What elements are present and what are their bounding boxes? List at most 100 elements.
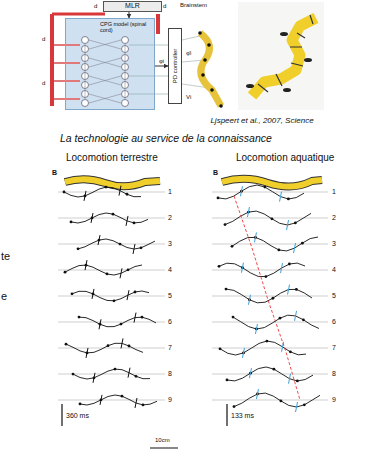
body-dot	[105, 186, 108, 189]
limb-tick	[135, 398, 137, 408]
body-dot	[266, 340, 269, 343]
body-dot	[232, 316, 235, 319]
body-dot	[107, 344, 110, 347]
body-dot	[142, 404, 145, 407]
text-label: φ̄i	[186, 50, 191, 57]
text-label: 1	[168, 188, 172, 196]
limb-tick	[121, 338, 123, 348]
node-label: MLR	[104, 2, 161, 10]
body-dot	[226, 379, 229, 382]
limb-tick	[85, 260, 87, 270]
body-dot	[70, 221, 73, 224]
text-label: 7	[168, 344, 172, 352]
frame-line	[58, 218, 165, 219]
robot-schematic-part-part	[201, 73, 205, 77]
limb-tick	[287, 220, 289, 230]
body-dot	[71, 292, 74, 295]
robot-photo-part-part	[246, 84, 254, 88]
body-dot	[217, 196, 220, 199]
body-dot	[72, 373, 75, 376]
text-label: 2	[332, 214, 336, 222]
limb-tick	[296, 402, 298, 412]
scale-bars-part	[62, 404, 227, 448]
body-dot	[121, 395, 124, 398]
limb-tick	[98, 235, 100, 245]
limb-tick	[247, 207, 249, 217]
robot-photo-part	[258, 15, 313, 92]
robot-schematic-part-part	[203, 58, 207, 62]
text-label: te	[1, 250, 10, 262]
body-dot	[233, 405, 236, 408]
frame-line	[58, 322, 165, 323]
body-dot	[78, 316, 81, 319]
text-label: 2	[168, 214, 172, 222]
text-label: 3	[332, 240, 336, 248]
limb-tick	[281, 263, 283, 273]
trajectory-frames	[58, 185, 328, 412]
body-dot	[112, 213, 115, 216]
body-dot	[65, 343, 68, 346]
body-dot	[231, 245, 234, 248]
body-dot	[224, 223, 227, 226]
body-dot	[287, 198, 290, 201]
robot-photo-part	[238, 2, 324, 110]
body-dot	[134, 291, 137, 294]
body-trajectory	[64, 187, 141, 197]
cpg-network-part	[156, 14, 160, 34]
text-label: 133 ms	[231, 412, 254, 420]
text-label: Locomotion aquatique	[236, 152, 334, 163]
text-label: 4	[332, 266, 336, 274]
wave-line	[234, 196, 300, 400]
body-dot	[273, 368, 276, 371]
body-trajectory	[220, 341, 306, 355]
text-label: 8	[332, 370, 336, 378]
limb-tick	[248, 295, 250, 305]
limb-tick	[254, 232, 256, 242]
body-dot	[218, 265, 221, 268]
connector	[155, 66, 168, 67]
limb-tick	[133, 244, 135, 254]
text-label: d	[42, 80, 45, 87]
frame-line	[58, 400, 165, 401]
robot-photo-part-part	[280, 32, 288, 36]
body-trajectory	[66, 343, 143, 353]
limb-tick	[120, 268, 122, 278]
limb-tick	[242, 348, 244, 358]
panel-snakes-part	[65, 179, 160, 186]
limb-tick	[119, 186, 121, 196]
robot-photo-part	[246, 32, 312, 92]
body-dot	[63, 191, 66, 194]
body-trajectory	[219, 263, 305, 277]
text-label: 9	[332, 396, 336, 404]
body-trajectory	[72, 291, 149, 301]
cpg-network-part-part	[82, 100, 89, 107]
cpg-network-part	[54, 45, 80, 99]
limb-tick	[84, 191, 86, 201]
body-dot	[288, 263, 291, 266]
edge-label: φi	[159, 58, 164, 65]
text-label: Brainstem	[180, 2, 207, 9]
body-trajectory	[226, 289, 312, 303]
body-dot	[79, 403, 82, 406]
text-label: 4	[168, 266, 172, 274]
robot-photo-part	[252, 18, 316, 96]
text-label: B	[213, 169, 218, 177]
body-dot	[126, 193, 129, 196]
cpg-network-part	[52, 13, 160, 16]
limb-tick	[295, 311, 297, 321]
text-label: Locomotion terrestre	[66, 152, 158, 163]
body-trajectory	[73, 369, 150, 379]
text-label: d	[42, 36, 45, 43]
frame-line	[58, 374, 165, 375]
limb-tick	[91, 213, 93, 223]
text-label: 10cm	[155, 437, 170, 444]
body-dot	[114, 368, 117, 371]
text-label: Ljspeert et al., 2007, Science	[210, 117, 313, 126]
frame-line	[212, 400, 328, 401]
body-trajectory	[78, 239, 155, 249]
body-dot	[279, 317, 282, 320]
body-dot	[64, 271, 67, 274]
body-dot	[119, 243, 122, 246]
scale-bars	[62, 404, 227, 448]
